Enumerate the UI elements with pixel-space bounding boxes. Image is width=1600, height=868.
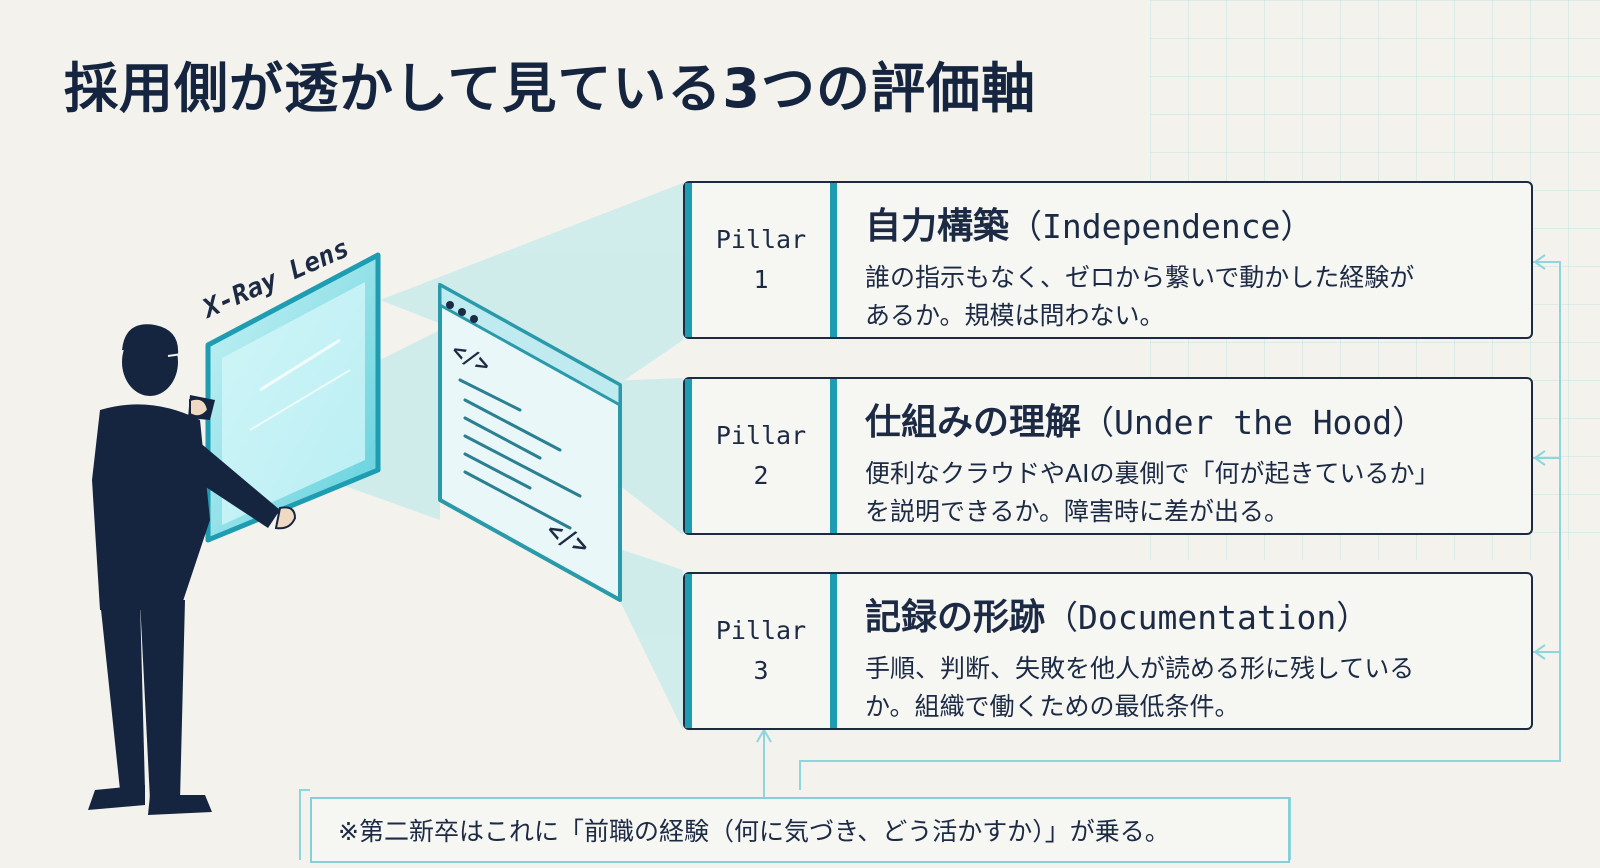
pillar-description: 便利なクラウドやAIの裏側で「何が起きているか」 を説明できるか。障害時に差が出… [865, 455, 1511, 531]
hand [274, 506, 297, 530]
connector-lines [299, 261, 1561, 860]
pillar-heading-en: （Under the Hood） [1081, 403, 1426, 442]
pillar-number: 1 [753, 265, 769, 294]
pillar-heading-ja: 仕組みの理解 [865, 402, 1082, 443]
desc-line: を説明できるか。障害時に差が出る。 [865, 497, 1290, 526]
pillar-heading-ja: 記録の形跡 [865, 597, 1046, 638]
pillar-card-1: Pillar 1 自力構築（Independence） 誰の指示もなく、ゼロから… [683, 181, 1533, 339]
desc-line: あるか。規模は問わない。 [865, 301, 1165, 330]
desc-line: 誰の指示もなく、ゼロから繋いで動かした経験が [865, 263, 1415, 292]
code-window: </> </> [438, 282, 622, 602]
pillar-tab-1: Pillar 1 [685, 183, 837, 337]
pillar-heading-en: （Independence） [1009, 207, 1314, 246]
pillar-heading: 自力構築（Independence） [865, 197, 1511, 249]
desc-line: 便利なクラウドやAIの裏側で「何が起きているか」 [865, 459, 1440, 488]
desc-line: 手順、判断、失敗を他人が読める形に残している [865, 654, 1415, 683]
desc-line: か。組織で働くための最低条件。 [865, 692, 1240, 721]
pillar-number: 3 [753, 656, 769, 685]
pillar-heading-ja: 自力構築 [865, 206, 1010, 247]
pillar-tab-2: Pillar 2 [685, 379, 837, 533]
page-title: 採用側が透かして見ている3つの評価軸 [64, 57, 1036, 120]
glasses-icon [167, 353, 183, 357]
hand [189, 397, 210, 418]
pillar-heading-en: （Documentation） [1045, 598, 1370, 637]
footnote-box: ※第二新卒はこれに「前職の経験（何に気づき、どう活かすか）」が乗る。 [310, 797, 1290, 863]
footnote-text: ※第二新卒はこれに「前職の経験（何に気づき、どう活かすか）」が乗る。 [338, 817, 1170, 846]
pillar-word: Pillar [715, 225, 807, 254]
pillar-heading: 仕組みの理解（Under the Hood） [865, 393, 1511, 445]
pillar-description: 手順、判断、失敗を他人が読める形に残している か。組織で働くための最低条件。 [865, 650, 1511, 726]
pillar-word: Pillar [715, 616, 807, 645]
pillar-tab-3: Pillar 3 [685, 574, 837, 728]
pillar-card-2: Pillar 2 仕組みの理解（Under the Hood） 便利なクラウドや… [683, 377, 1533, 535]
person-figure [88, 324, 280, 815]
pillar-word: Pillar [715, 421, 807, 450]
pillar-card-3: Pillar 3 記録の形跡（Documentation） 手順、判断、失敗を他… [683, 572, 1533, 730]
connector-arrows [756, 254, 1546, 743]
xray-lens [205, 252, 381, 543]
pillar-description: 誰の指示もなく、ゼロから繋いで動かした経験が あるか。規模は問わない。 [865, 259, 1511, 335]
pillar-number: 2 [753, 461, 769, 490]
pillar-heading: 記録の形跡（Documentation） [865, 588, 1511, 640]
